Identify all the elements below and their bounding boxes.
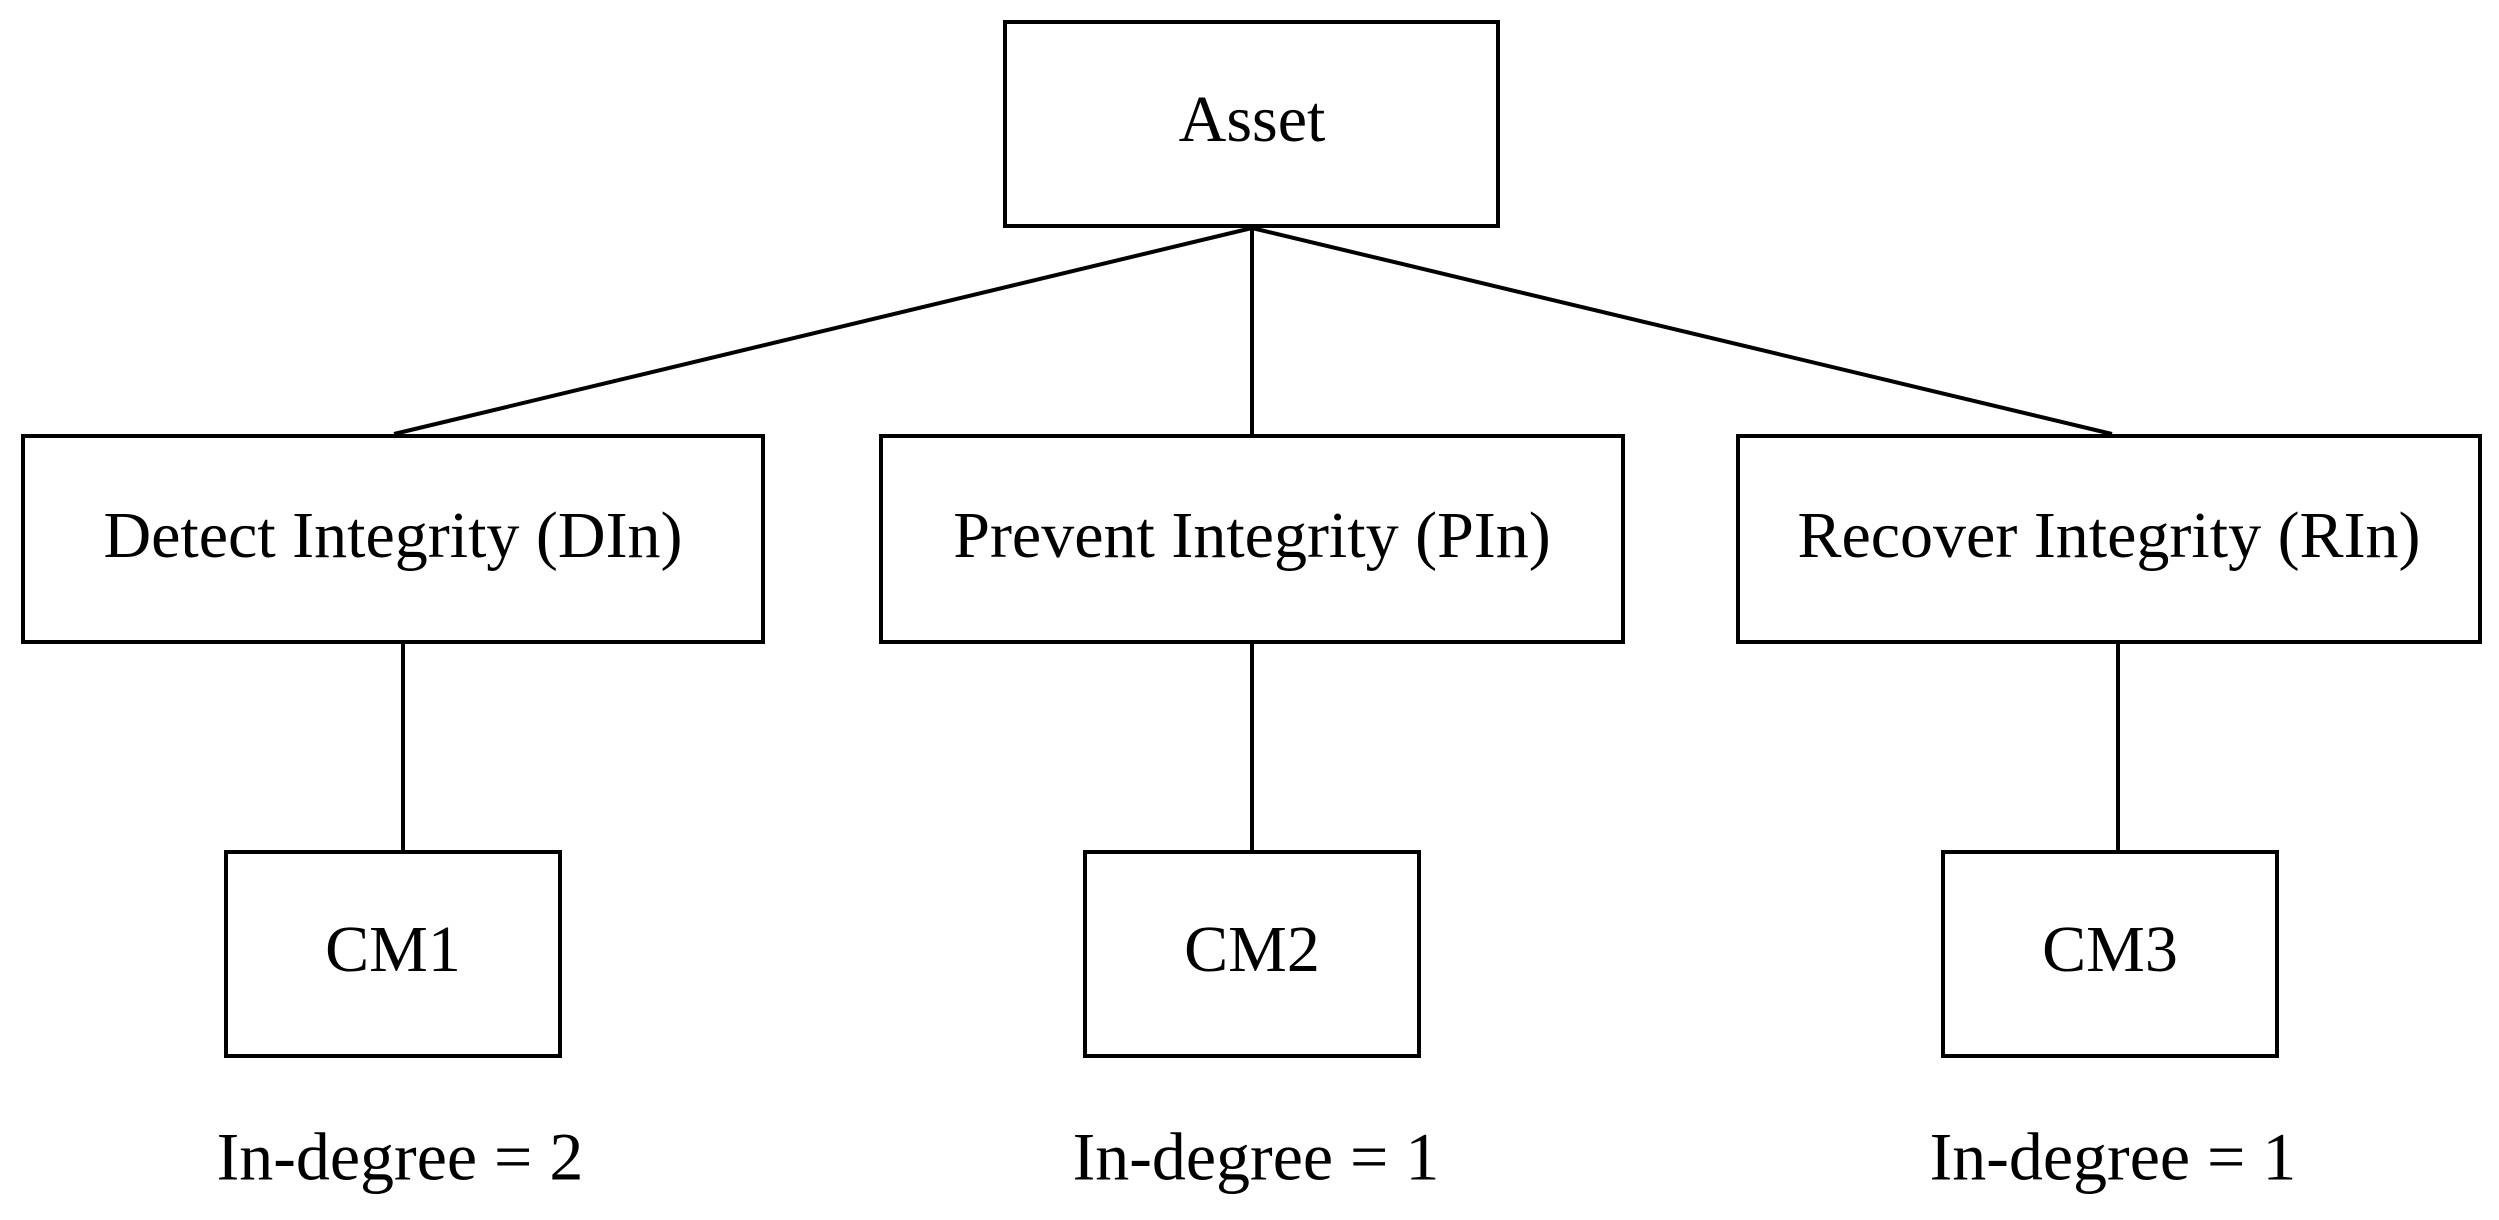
node-cm3: CM3 xyxy=(1941,850,2279,1058)
node-cm1-label: CM1 xyxy=(325,913,461,986)
node-detect-integrity: Detect Integrity (DIn) xyxy=(21,434,765,644)
node-cm2-label: CM2 xyxy=(1184,913,1320,986)
node-cm3-label: CM3 xyxy=(2042,913,2178,986)
node-prevent-integrity-box xyxy=(879,434,1625,644)
edges xyxy=(393,226,2120,852)
node-prevent-integrity-label: Prevent Integrity (PIn) xyxy=(953,499,1551,572)
node-detect-integrity-box xyxy=(21,434,765,644)
caption-cm1-in-degree: In-degree = 2 xyxy=(217,1119,584,1195)
node-asset-label: Asset xyxy=(1179,83,1326,156)
node-recover-integrity: Recover Integrity (RIn) xyxy=(1736,434,2482,644)
node-asset-box xyxy=(1003,20,1500,228)
edge-asset-detect xyxy=(393,226,1253,436)
node-cm2-box xyxy=(1083,850,1421,1058)
node-asset: Asset xyxy=(1003,20,1500,228)
node-recover-integrity-box xyxy=(1736,434,2482,644)
caption-cm2-in-degree: In-degree = 1 xyxy=(1073,1119,1440,1195)
node-recover-integrity-label: Recover Integrity (RIn) xyxy=(1797,499,2420,572)
node-detect-integrity-label: Detect Integrity (DIn) xyxy=(103,499,682,572)
node-cm1-box xyxy=(224,850,562,1058)
node-prevent-integrity: Prevent Integrity (PIn) xyxy=(879,434,1625,644)
caption-cm3-in-degree: In-degree = 1 xyxy=(1930,1119,2297,1195)
node-cm2: CM2 xyxy=(1083,850,1421,1058)
edge-asset-recover xyxy=(1251,226,2113,436)
node-cm3-box xyxy=(1941,850,2279,1058)
node-cm1: CM1 xyxy=(224,850,562,1058)
